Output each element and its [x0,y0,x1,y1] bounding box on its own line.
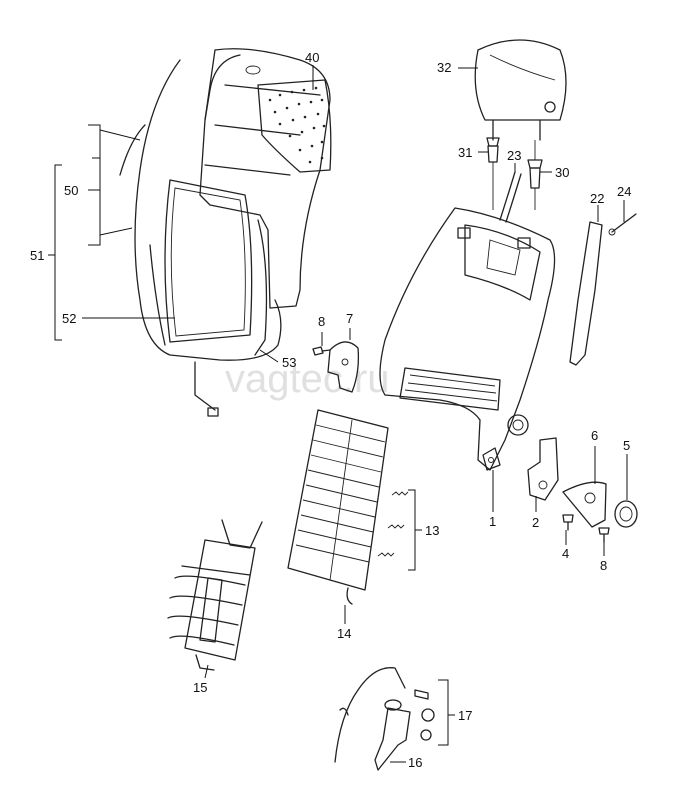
recline-knob[interactable] [614,500,638,528]
lumbar-support[interactable] [167,519,263,671]
trim-cover[interactable] [562,481,607,528]
label-15: 15 [193,680,207,695]
side-rail[interactable] [569,221,603,366]
springs-13[interactable] [377,491,409,557]
label-8-right: 8 [600,558,607,573]
part-labels: 40 32 31 23 30 22 24 50 51 52 53 8 7 6 5… [30,50,631,770]
bracket-7[interactable] [327,341,360,393]
headrest-guide-right[interactable] [527,140,543,210]
label-31: 31 [458,145,472,160]
recliner-mechanism[interactable] [527,437,559,501]
label-53: 53 [282,355,296,370]
label-24: 24 [617,184,631,199]
label-8-left: 8 [318,314,325,329]
label-52: 52 [62,311,76,326]
screw-8-left[interactable] [312,346,331,356]
label-30: 30 [555,165,569,180]
label-7: 7 [346,311,353,326]
screw-4[interactable] [562,514,574,531]
headrest[interactable] [474,39,567,141]
label-23: 23 [507,148,521,163]
seat-back-frame[interactable] [379,207,556,471]
label-4: 4 [562,546,569,561]
label-22: 22 [590,191,604,206]
watermark: vagtec.ru [225,357,390,401]
seat-back-padding[interactable] [199,48,331,309]
label-50: 50 [64,183,78,198]
label-16: 16 [408,755,422,770]
label-17: 17 [458,708,472,723]
headrest-guide-left[interactable] [486,137,500,210]
heating-mat-pad[interactable] [257,79,332,173]
pad-perforation [268,86,326,164]
label-14: 14 [337,626,351,641]
spring-mat[interactable] [287,409,389,605]
retaining-pin[interactable] [608,213,637,236]
lumbar-adjuster[interactable] [334,667,411,771]
label-32: 32 [437,60,451,75]
screw-8-right[interactable] [598,527,610,543]
label-1: 1 [489,514,496,529]
label-2: 2 [532,515,539,530]
screws-17[interactable] [414,689,435,741]
label-40: 40 [305,50,319,65]
label-13: 13 [425,523,439,538]
leader-lines [48,65,628,763]
label-6: 6 [591,428,598,443]
label-5: 5 [623,438,630,453]
label-51: 51 [30,248,44,263]
release-cable-23[interactable] [499,171,522,223]
